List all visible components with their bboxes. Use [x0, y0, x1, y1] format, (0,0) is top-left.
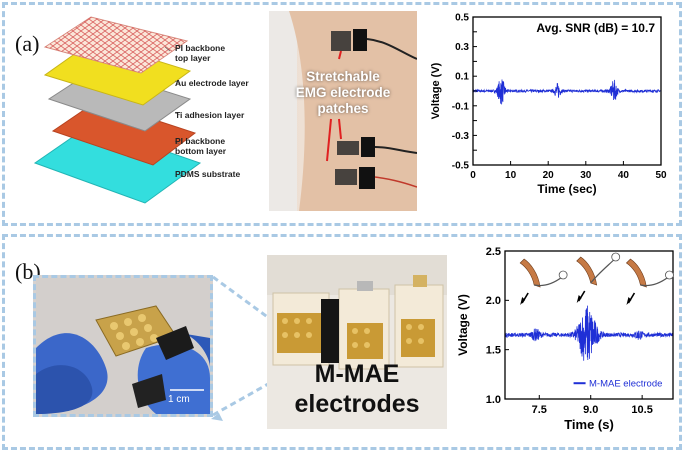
electrode-closeup-photo: 1 cm	[33, 275, 213, 417]
electrode-closeup-graphic	[36, 278, 210, 414]
x-axis-label: Time (sec)	[537, 182, 596, 196]
scale-bar-label: 1 cm	[168, 394, 190, 405]
panel-a: (a) PI backbone top layer Au e	[2, 2, 682, 226]
legend-label: M-MAE electrode	[589, 379, 662, 390]
arm-photo-graphic	[269, 11, 417, 211]
arm-pictogram-icon	[576, 252, 621, 303]
motion-arrowhead-icon	[626, 297, 632, 305]
y-tick-label: -0.3	[452, 131, 470, 142]
y-tick-label: 0.5	[455, 13, 469, 24]
pi-bottom-layer	[51, 100, 197, 166]
motion-arrowhead-icon	[576, 295, 582, 303]
y-axis-label: Voltage (V)	[456, 294, 470, 356]
x-tick-label: 40	[618, 170, 630, 181]
layer-label-pi-top: PI backbone top layer	[175, 43, 226, 63]
electrodes-graphic	[267, 255, 447, 429]
y-tick-label: 0.3	[455, 42, 469, 53]
y-tick-label: 1.5	[486, 345, 501, 357]
layer-label-au: Au electrode layer	[175, 78, 249, 88]
arm-upper-shape	[576, 256, 598, 286]
signal-series-line	[472, 79, 662, 105]
electrodes-photo: M-MAE electrodes	[267, 255, 447, 429]
y-tick-label: 1.0	[486, 394, 501, 406]
panel-a-letter: (a)	[15, 31, 40, 56]
arm-hand-shape	[611, 252, 621, 262]
arm-hand-shape	[665, 270, 674, 280]
arm-forearm-shape	[640, 276, 669, 287]
x-tick-label: 10.5	[631, 404, 652, 416]
x-tick-label: 50	[655, 170, 667, 181]
x-tick-label: 0	[470, 170, 476, 181]
x-tick-label: 30	[580, 170, 592, 181]
layer-label-pi-bottom: PI backbone bottom layer	[175, 136, 227, 156]
arm-photo: Stretchable EMG electrode patches	[269, 11, 417, 211]
x-tick-label: 20	[543, 170, 555, 181]
arm-forearm-shape	[534, 276, 563, 287]
arm-hand-shape	[558, 270, 568, 280]
plot-frame	[504, 250, 674, 400]
y-tick-label: 2.5	[486, 246, 501, 258]
y-tick-label: 2.0	[486, 295, 501, 307]
motion-arrowhead-icon	[520, 297, 526, 305]
arm-forearm-shape	[590, 258, 616, 284]
layer-label-pdms: PDMS substrate	[175, 169, 241, 179]
chart-title: Avg. SNR (dB) = 10.7	[536, 21, 655, 35]
y-tick-label: -0.5	[452, 161, 470, 172]
panel-b: (b) 1 cm	[2, 234, 682, 450]
arm-photo-caption: Stretchable EMG electrode patches	[295, 69, 391, 116]
layer-label-ti: Ti adhesion layer	[175, 110, 245, 120]
electrodes-photo-caption: M-MAE electrodes	[294, 360, 420, 418]
arm-pictogram-icon	[625, 258, 674, 305]
layer-stack-diagram	[33, 16, 202, 204]
x-tick-label: 7.5	[532, 404, 547, 416]
y-axis-label: Voltage (V)	[430, 62, 442, 119]
x-axis-label: Time (s)	[564, 417, 614, 432]
arm-upper-shape	[625, 258, 647, 288]
y-tick-label: 0.1	[455, 72, 469, 83]
arm-upper-shape	[519, 258, 541, 288]
signal-series-line	[504, 305, 674, 361]
x-tick-label: 9.0	[583, 404, 598, 416]
y-tick-label: -0.1	[452, 101, 470, 112]
x-tick-label: 10	[505, 170, 517, 181]
arm-pictogram-icon	[519, 258, 568, 305]
